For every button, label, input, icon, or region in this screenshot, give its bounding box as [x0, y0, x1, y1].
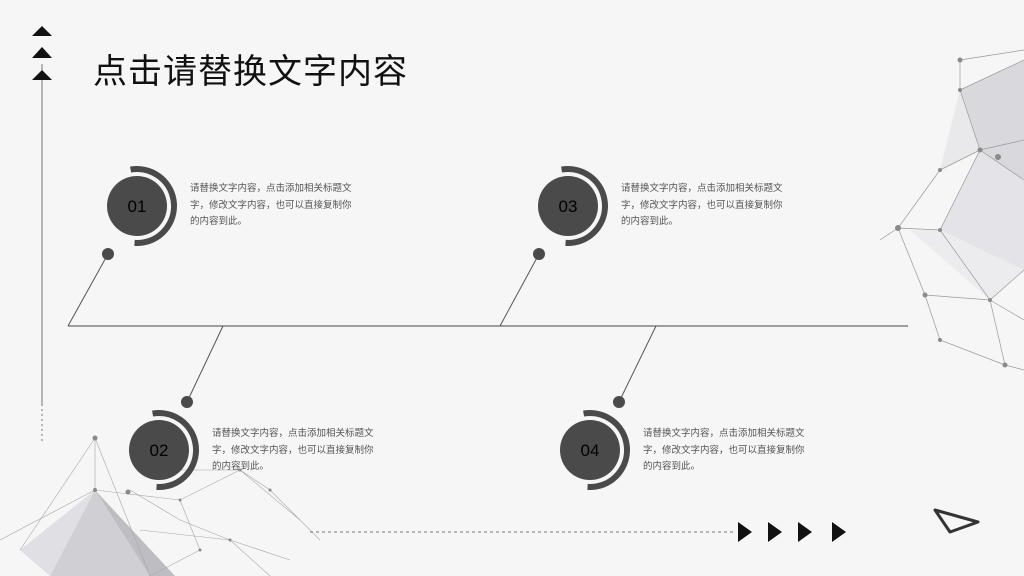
triangle-up-icon: [32, 26, 52, 36]
step-badge-03: 03: [528, 166, 608, 246]
step-description-01: 请替换文字内容，点击添加相关标题文字，修改文字内容，也可以直接复制你的内容到此。: [190, 183, 352, 227]
left-rule-decoration: [32, 26, 52, 442]
polygon-decoration-bottom-left: [0, 435, 320, 576]
triangle-up-icon: [32, 47, 52, 58]
node-dot-03: [533, 248, 545, 260]
node-dot-01: [102, 248, 114, 260]
step-number: 03: [559, 197, 578, 216]
connector-01: [67, 253, 109, 327]
step-description-04: 请替换文字内容，点击添加相关标题文字，修改文字内容，也可以直接复制你的内容到此。: [643, 428, 805, 472]
step-badge-04: 04: [550, 410, 630, 490]
step-badge-02: 02: [119, 410, 199, 490]
node-dot-02: [181, 396, 193, 408]
step-number: 02: [150, 441, 169, 460]
polygon-decoration-top-right: [880, 49, 1024, 371]
node-dot-04: [613, 396, 625, 408]
step-description-03: 请替换文字内容，点击添加相关标题文字，修改文字内容，也可以直接复制你的内容到此。: [621, 183, 783, 227]
triangle-up-icon: [32, 70, 52, 80]
play-arrow-icon: [768, 522, 782, 542]
triangle-outline-icon: [933, 508, 980, 534]
step-number: 01: [128, 197, 147, 216]
step-description-02: 请替换文字内容，点击添加相关标题文字，修改文字内容，也可以直接复制你的内容到此。: [212, 428, 374, 472]
connector-02: [186, 325, 224, 403]
play-arrow-icon: [832, 522, 846, 542]
step-badge-01: 01: [97, 166, 177, 246]
play-arrow-icon: [738, 522, 752, 542]
play-arrow-icon: [798, 522, 812, 542]
step-number: 04: [581, 441, 600, 460]
connector-04: [618, 325, 657, 403]
connector-03: [499, 253, 540, 327]
page-title: 点击请替换文字内容: [93, 52, 408, 92]
